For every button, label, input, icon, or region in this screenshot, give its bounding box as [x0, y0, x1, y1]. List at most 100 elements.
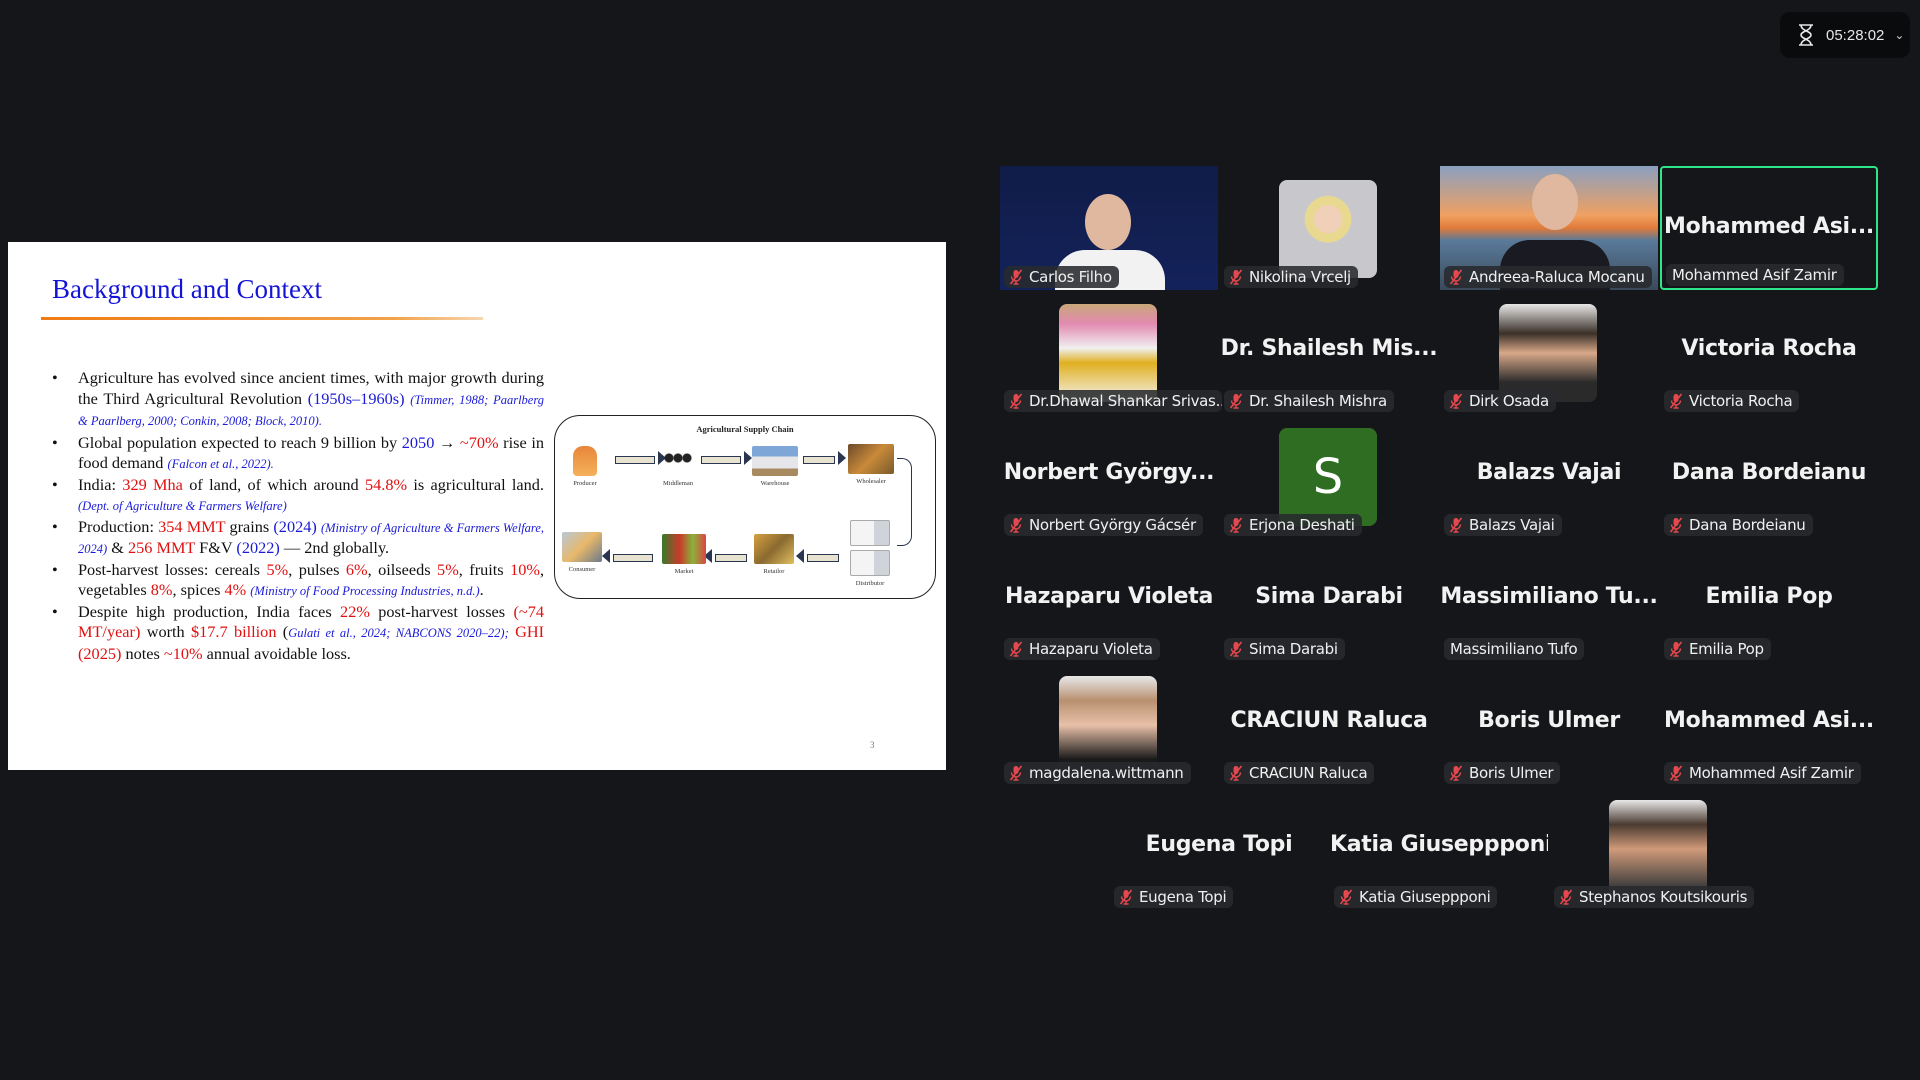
- mic-muted-icon: [1229, 765, 1243, 781]
- bullet-item: India: 329 Mha of land, of which around …: [44, 475, 544, 517]
- mic-muted-icon: [1229, 393, 1243, 409]
- bullet-item: Global population expected to reach 9 bi…: [44, 433, 544, 475]
- participant-name-label: magdalena.wittmann: [1004, 762, 1191, 784]
- meeting-timer[interactable]: 05:28:02 ⌄: [1780, 12, 1910, 58]
- participant-name-label: Dirk Osada: [1444, 390, 1556, 412]
- participant-name: Dr.Dhawal Shankar Srivas...: [1029, 392, 1222, 410]
- truck-image: [850, 550, 890, 576]
- participant-name-label: Dr.Dhawal Shankar Srivas...: [1004, 390, 1222, 412]
- wholesaler-image: [848, 444, 894, 474]
- bullet-text: India:: [78, 474, 123, 494]
- arrow: [701, 451, 752, 465]
- participant-name-label: Norbert György Gácsér: [1004, 514, 1203, 536]
- bullet-text: Agriculture has evolved since ancient ti…: [78, 368, 544, 408]
- participant-tile[interactable]: Dr.Dhawal Shankar Srivas...: [1000, 290, 1222, 414]
- person-head: [1532, 174, 1578, 230]
- bullet-text: post-harvest losses: [369, 601, 514, 621]
- participant-name-label: CRACIUN Raluca: [1224, 762, 1375, 784]
- slide-page-number: 3: [870, 740, 875, 750]
- participant-display-name: Hazaparu Violeta: [1005, 584, 1213, 609]
- participant-tile[interactable]: Mohammed Asi...Mohammed Asif Zamir: [1660, 662, 1878, 786]
- highlighted-value: (2024): [273, 516, 317, 536]
- bullet-text: Global population expected to reach 9 bi…: [78, 432, 402, 452]
- bullet-text: F&V: [195, 538, 237, 557]
- bullet-text: of land, of which around: [182, 474, 365, 494]
- highlighted-value: 54.8%: [365, 474, 408, 494]
- citation: (Ministry of Food Processing Industries,…: [250, 584, 480, 598]
- participant-name-label: Eugena Topi: [1114, 886, 1234, 908]
- bullet-item: Agriculture has evolved since ancient ti…: [44, 368, 544, 432]
- bullet-text: , vegetables: [78, 559, 545, 600]
- hourglass-icon: [1799, 24, 1813, 46]
- mic-muted-icon: [1229, 641, 1243, 657]
- participant-tile[interactable]: Dr. Shailesh Mis...Dr. Shailesh Mishra: [1220, 290, 1438, 414]
- mic-muted-icon: [1449, 765, 1463, 781]
- participant-name-label: Victoria Rocha: [1664, 390, 1800, 412]
- participant-tile[interactable]: magdalena.wittmann: [1000, 662, 1218, 786]
- participant-name-label: Massimiliano Tufo: [1444, 638, 1585, 660]
- highlighted-value: 6%: [345, 559, 368, 579]
- arrow-down: [897, 458, 912, 546]
- bullet-item: Despite high production, India faces 22%…: [44, 602, 544, 665]
- supply-chain-diagram: Agricultural Supply Chain Producer Middl…: [554, 415, 936, 599]
- bullet-text: Post-harvest losses: cereals: [78, 559, 267, 579]
- node-wholesaler: Wholesaler: [841, 444, 901, 485]
- participant-name: Erjona Deshati: [1249, 516, 1355, 534]
- participant-tile[interactable]: Massimiliano Tu... Massimiliano Tufo: [1440, 538, 1658, 662]
- diagram-title: Agricultural Supply Chain: [696, 424, 794, 434]
- mic-muted-icon: [1229, 269, 1243, 285]
- highlighted-value: GHI (2025): [78, 622, 544, 663]
- avatar: [1499, 304, 1597, 402]
- participant-name: magdalena.wittmann: [1029, 764, 1184, 782]
- participant-tile[interactable]: Carlos Filho: [1000, 166, 1218, 290]
- mic-muted-icon: [1009, 269, 1023, 285]
- avatar: [1279, 180, 1377, 278]
- avatar: [1059, 304, 1157, 402]
- participant-name-label: Sima Darabi: [1224, 638, 1345, 660]
- highlighted-value: $17.7 billion: [191, 622, 277, 641]
- avatar-initial: S: [1279, 428, 1377, 526]
- participant-name-label: Boris Ulmer: [1444, 762, 1561, 784]
- participant-name: Stephanos Koutsikouris: [1579, 888, 1748, 906]
- participant-tile[interactable]: Dirk Osada: [1440, 290, 1658, 414]
- chevron-down-icon[interactable]: ⌄: [1894, 28, 1905, 42]
- participant-name: Victoria Rocha: [1689, 392, 1793, 410]
- arrow: [704, 549, 747, 563]
- participant-display-name: Dr. Shailesh Mis...: [1220, 336, 1438, 361]
- participant-name-label: Emilia Pop: [1664, 638, 1771, 660]
- highlighted-value: 354 MMT: [158, 516, 226, 536]
- participant-tile[interactable]: Stephanos Koutsikouris: [1550, 786, 1768, 910]
- participant-display-name: Norbert György...: [1003, 460, 1215, 485]
- participant-tile[interactable]: Mohammed Asi...Mohammed Asif Zamir: [1660, 166, 1878, 290]
- participant-name-label: Hazaparu Violeta: [1004, 638, 1160, 660]
- participant-tile[interactable]: Norbert György... Norbert György Gácsér: [1000, 414, 1218, 538]
- timer-value: 05:28:02: [1826, 26, 1885, 44]
- citation: (Ministry of Agriculture & Farmers Welfa…: [78, 520, 544, 557]
- highlighted-value: 10%: [510, 559, 540, 579]
- participant-display-name: Victoria Rocha: [1681, 336, 1857, 361]
- participant-display-name: Massimiliano Tu...: [1440, 584, 1658, 609]
- slide-title: Background and Context: [52, 274, 322, 304]
- participant-name: Massimiliano Tufo: [1450, 640, 1578, 658]
- participant-display-name: Mohammed Asi...: [1664, 214, 1874, 239]
- node-warehouse: Warehouse: [745, 446, 805, 487]
- participant-name: Norbert György Gácsér: [1029, 516, 1196, 534]
- bullet-text: , oilseeds: [367, 559, 438, 579]
- mic-muted-icon: [1449, 393, 1463, 409]
- participant-tile[interactable]: Nikolina Vrcelj: [1220, 166, 1438, 290]
- participant-tile[interactable]: Andreea-Raluca Mocanu: [1440, 166, 1658, 290]
- highlighted-value: 2050: [401, 432, 435, 452]
- people-icon: [663, 446, 693, 476]
- participant-name: Dirk Osada: [1469, 392, 1549, 410]
